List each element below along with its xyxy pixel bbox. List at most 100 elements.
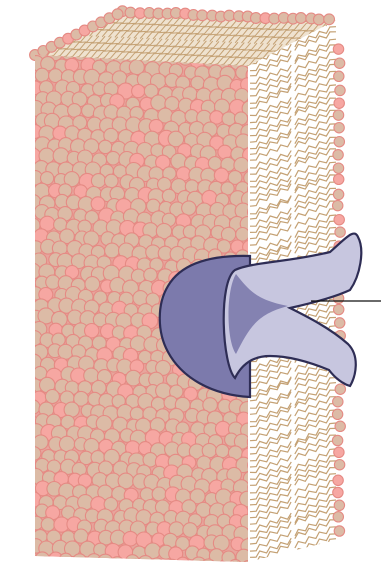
lipid-head xyxy=(214,168,228,182)
lipid-head xyxy=(186,570,199,581)
lipid-head xyxy=(242,561,256,575)
lipid-head xyxy=(333,44,343,54)
lipid-head xyxy=(201,559,216,574)
lipid-head xyxy=(236,228,250,242)
lipid-head xyxy=(21,413,36,428)
lipid-tail xyxy=(250,558,291,578)
lipid-head xyxy=(19,204,35,220)
lipid-head xyxy=(110,557,124,571)
lipid-head xyxy=(333,110,343,120)
lipid-head xyxy=(296,13,307,24)
lipid-head xyxy=(228,560,242,574)
lipid-head xyxy=(150,558,164,572)
lipid-head xyxy=(332,435,342,445)
lipid-head xyxy=(334,174,344,184)
lipid-head xyxy=(107,568,121,581)
lipid-head xyxy=(78,564,92,578)
lipid-head xyxy=(97,554,113,570)
lipid-head xyxy=(27,447,41,461)
lipid-head xyxy=(333,475,343,485)
lipid-head xyxy=(216,444,229,457)
lipid-head xyxy=(335,421,345,431)
lipid-head xyxy=(45,390,59,404)
lipid-head xyxy=(21,159,36,174)
lipid-head xyxy=(20,251,35,266)
lipid-head xyxy=(191,557,206,572)
lipid-head xyxy=(21,527,36,542)
lipid-head xyxy=(314,14,325,25)
lipid-head xyxy=(165,559,179,573)
lipid-head xyxy=(22,319,37,334)
lipid-head xyxy=(333,163,343,173)
lipid-head xyxy=(333,397,343,407)
lipid-head xyxy=(334,526,344,536)
lipid-head xyxy=(53,148,69,164)
lipid-head xyxy=(333,512,343,522)
lipid-head xyxy=(39,563,53,577)
lipid-head xyxy=(333,150,343,160)
lipid-head xyxy=(138,556,153,571)
lipid-head xyxy=(26,400,40,414)
lipid-head xyxy=(334,71,344,81)
lipid-head xyxy=(334,460,344,470)
lipid-head xyxy=(335,384,345,394)
lipid-head xyxy=(222,551,235,564)
lipid-head xyxy=(19,275,34,290)
lipid-head xyxy=(21,182,36,197)
lipid-tail xyxy=(250,560,291,581)
lipid-head xyxy=(333,200,343,210)
lipid-head xyxy=(334,500,344,510)
lipid-head xyxy=(222,572,236,581)
lipid-head xyxy=(22,366,36,380)
lipid-head xyxy=(146,567,160,581)
lipid-head xyxy=(49,552,62,565)
lipid-head xyxy=(25,263,41,279)
lipid-head xyxy=(20,551,35,566)
lipid-head xyxy=(176,557,190,571)
lipid-head xyxy=(334,98,344,108)
lipid-head xyxy=(162,189,175,202)
lipid-head xyxy=(197,10,208,21)
lipid-head xyxy=(197,570,212,581)
lipid-head xyxy=(91,174,105,188)
lipid-head xyxy=(55,564,70,579)
lipid-head xyxy=(20,437,33,450)
lipid-head xyxy=(112,9,123,20)
lipid-head xyxy=(41,518,55,532)
lipid-head xyxy=(28,560,44,576)
lipid-head xyxy=(152,487,166,501)
lipid-head xyxy=(21,299,35,313)
lipid-head xyxy=(144,268,157,281)
lipid-head xyxy=(334,304,344,314)
lipid-head xyxy=(132,85,145,98)
lipid-head xyxy=(334,137,344,147)
lipid-head xyxy=(125,555,139,569)
lipid-head xyxy=(182,201,196,215)
lipid-head xyxy=(334,215,344,225)
lipid-head xyxy=(209,573,224,581)
lipid-head xyxy=(117,567,133,581)
lipid-head xyxy=(335,318,345,328)
lipid-head xyxy=(333,189,343,199)
lipid-head xyxy=(87,554,102,569)
lipid-head xyxy=(67,564,82,579)
lipid-head xyxy=(19,230,33,244)
lipid-head xyxy=(249,573,264,581)
lipid-head xyxy=(73,554,87,568)
lipid-head xyxy=(335,227,345,237)
lipid-head xyxy=(324,14,335,25)
lipid-head xyxy=(27,331,42,346)
lipid-head xyxy=(21,457,36,472)
lipid-head xyxy=(334,123,344,133)
lipid-head xyxy=(334,58,344,68)
lipid-head xyxy=(335,85,345,95)
lipid-head xyxy=(59,553,72,566)
lipid-head xyxy=(156,570,171,581)
lipid-head xyxy=(22,388,37,403)
lipid-tail xyxy=(295,547,336,569)
lipid-head xyxy=(105,243,120,258)
lipid-head xyxy=(106,151,120,165)
lipid-head xyxy=(35,68,49,82)
lipid-tail xyxy=(250,568,291,581)
